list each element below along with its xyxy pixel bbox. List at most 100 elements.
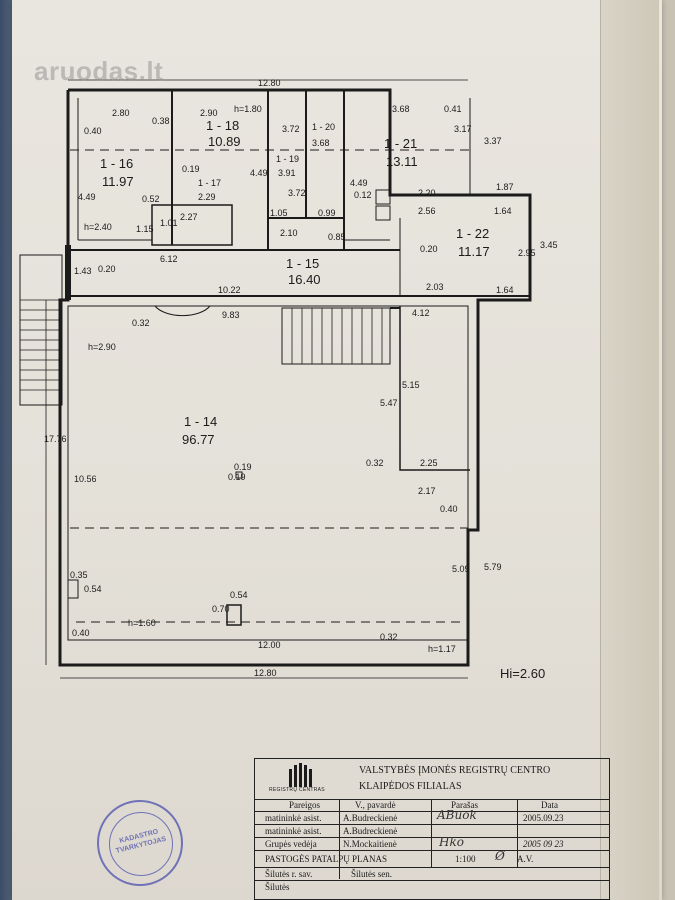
dim-2-20: 2.20 [418,188,436,198]
dim-3-45: 3.45 [540,240,558,250]
signature-mark: Hko [439,835,464,849]
dim-6-12: 6.12 [160,254,178,264]
dim-0-99: 0.99 [318,208,336,218]
room-1-21-area: 13.11 [386,154,418,169]
dim-2-25: 2.25 [420,458,438,468]
row-position: matininkė asist. [265,826,322,836]
town: Šilutės [265,882,290,892]
dim-5-15: 5.15 [402,380,420,390]
branch-name: KLAIPĖDOS FILIALAS [359,781,462,792]
room-1-16-id: 1 - 16 [100,156,133,171]
divider [517,799,518,867]
room-1-22-id: 1 - 22 [456,226,489,241]
district: Šilutės r. sav. [265,869,313,879]
stamp-inner-ring [109,812,173,876]
town-row: Šilutės [255,881,609,893]
dim-2-10: 2.10 [280,228,298,238]
dim-10-22: 10.22 [218,285,241,295]
dim-4-49-c: 4.49 [350,178,368,188]
dim-9-83: 9.83 [222,310,240,320]
height-2-40: h=2.40 [84,222,112,232]
dim-0-20-b: 0.20 [98,264,116,274]
room-1-19-id: 1 - 19 [276,154,299,164]
dim-0-20-a: 0.20 [420,244,438,254]
dim-0-38: 0.38 [152,116,170,126]
dim-1-15: 1.15 [136,224,154,234]
dim-0-35: 0.35 [70,570,88,580]
dim-0-32-b: 0.32 [366,458,384,468]
dim-3-72-b: 3.72 [288,188,306,198]
room-1-19-area: 3.91 [278,168,296,178]
registru-centras-logo [289,763,312,787]
dim-1-64-b: 1.64 [496,285,514,295]
room-1-14-area: 96.77 [182,432,215,447]
title-block-header: REGISTRŲ CENTRAS VALSTYBĖS ĮMONĖS REGIST… [255,759,609,800]
row-date: 2005 09 23 [523,839,564,849]
col-name: V., pavardė [355,800,396,810]
dim-3-37: 3.37 [484,136,502,146]
dim-2-03: 2.03 [426,282,444,292]
row-name: A.Budreckienė [343,813,398,823]
dim-0-54-b: 0.54 [230,590,248,600]
plan-scale: 1:100 [455,854,476,864]
aruodas-watermark: aruodas.lt [34,56,164,86]
dim-0-70: 0.70 [212,604,230,614]
dim-1-43: 1.43 [74,266,92,276]
dim-3-72-a: 3.72 [282,124,300,134]
organization-name: VALSTYBĖS ĮMONĖS REGISTRŲ CENTRO [359,765,551,776]
dim-4-49-a: 4.49 [78,192,96,202]
dim-0-41: 0.41 [444,104,462,114]
height-1-60: h=1.60 [128,618,156,628]
dim-4-49-b: 4.49 [250,168,268,178]
room-1-15-area: 16.40 [288,272,321,287]
dim-5-79: 5.79 [484,562,502,572]
dim-0-19-a: 0.19 [182,164,200,174]
room-1-22-area: 11.17 [458,244,490,259]
dim-0-32-a: 0.32 [132,318,150,328]
signature-mark: Ø [495,849,505,863]
room-1-14-id: 1 - 14 [184,414,217,429]
row-date: 2005.09.23 [523,813,564,823]
room-1-20-id: 1 - 20 [312,122,335,132]
dim-1-64-a: 1.64 [494,206,512,216]
table-row: matininkė asist. A.Budreckienė ABuok 200… [255,808,609,825]
dim-2-80: 2.80 [112,108,130,118]
dim-4-12: 4.12 [412,308,430,318]
col-signature: Parašas [451,800,478,810]
dim-overall-bottom: 12.80 [254,668,277,678]
dim-2-90: 2.90 [200,108,218,118]
dim-2-56: 2.56 [418,206,436,216]
room-1-17-id: 1 - 17 [198,178,221,188]
divider [339,799,340,879]
title-block-header-row: Pareigos V., pavardė Parašas Data [255,799,609,812]
location-row: Šilutės r. sav. Šilutės sen. [255,868,609,881]
table-row: Grupės vedėja N.Mockaitienė Hko 2005 09 … [255,835,609,851]
row-name: N.Mockaitienė [343,839,397,849]
height-2-90: h=2.90 [88,342,116,352]
page-edge [600,0,659,900]
dim-2-17: 2.17 [418,486,436,496]
signature-mark: ABuok [437,808,477,822]
room-1-18-id: 1 - 18 [206,118,239,133]
plan-title: PASTOGĖS PATALPŲ PLANAS [265,854,387,864]
dim-2-27: 2.27 [180,212,198,222]
dim-10-56: 10.56 [74,474,97,484]
cadastre-stamp: KADASTRO TVARKYTOJAS [97,800,183,886]
dim-overall-left: 17.76 [44,434,67,444]
dim-1-05: 1.05 [270,208,288,218]
col-date: Data [541,800,558,810]
dim-2-95: 2.95 [518,248,536,258]
room-1-15-id: 1 - 15 [286,256,319,271]
dim-0-40-c: 0.40 [72,628,90,638]
dim-12-00: 12.00 [258,640,281,650]
height-1-80: h=1.80 [234,104,262,114]
dim-3-68-room21: 3.68 [392,104,410,114]
dim-5-09: 5.09 [452,564,470,574]
dim-0-40-b: 0.40 [440,504,458,514]
row-position: Grupės vedėja [265,839,317,849]
room-1-21-id: 1 - 21 [384,136,417,151]
dim-0-85: 0.85 [328,232,346,242]
divider [431,799,432,867]
logo-text: REGISTRŲ CENTRAS [269,787,325,793]
